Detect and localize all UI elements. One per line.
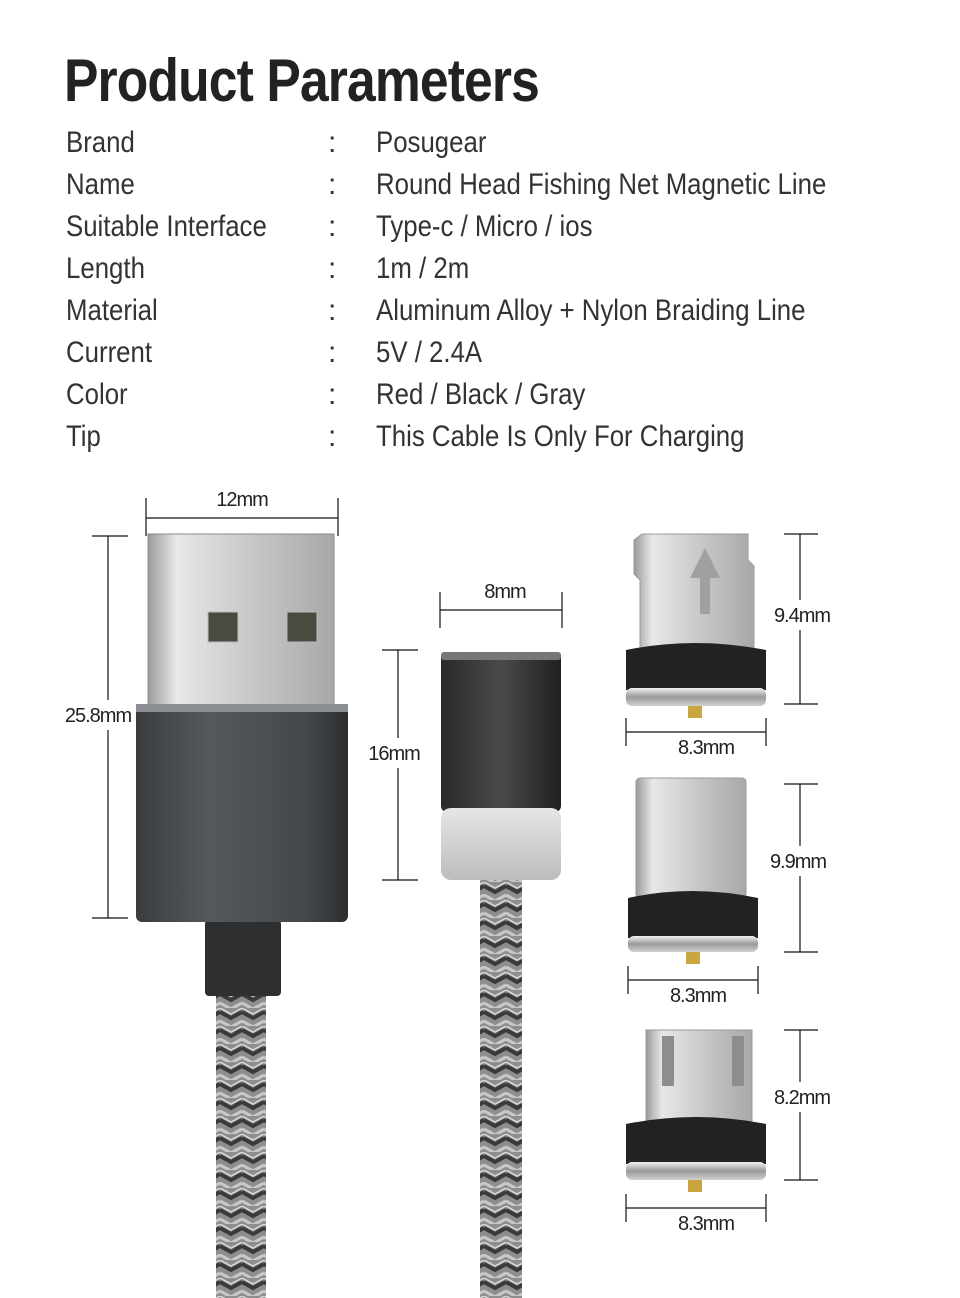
magnet-width-label: 8mm — [484, 581, 526, 603]
magnet-cap-rim — [441, 652, 561, 660]
ios-height-label: 9.4mm — [774, 605, 830, 627]
param-separator: : — [328, 336, 337, 369]
type-c-height-label: 9.9mm — [770, 851, 826, 873]
param-value: 5V / 2.4A — [376, 336, 483, 369]
usb-housing-rim — [136, 704, 348, 712]
usb-height-label: 25.8mm — [65, 705, 132, 727]
type-c-metal-plug — [635, 777, 747, 899]
usb-strain-relief — [205, 920, 281, 996]
usb-plug-hole-left — [207, 611, 239, 643]
micro-height-label: 8.2mm — [774, 1087, 830, 1109]
ios-width-label: 8.3mm — [678, 737, 734, 759]
usb-height-dimension-line — [92, 535, 128, 919]
ios-gold-pin — [688, 706, 702, 718]
param-value: Posugear — [376, 126, 487, 159]
type-c-width-dimension-line — [627, 966, 759, 994]
param-row-interface: Suitable Interface : Type-c / Micro / io… — [66, 210, 926, 252]
page-title: Product Parameters — [64, 47, 540, 114]
micro-plug-latch-right — [732, 1036, 744, 1086]
param-row-current: Current : 5V / 2.4A — [66, 336, 926, 378]
param-value: Round Head Fishing Net Magnetic Line — [376, 168, 827, 201]
param-key: Color — [66, 378, 128, 411]
usb-plug-hole-right — [286, 611, 318, 643]
arrow-up-icon — [690, 548, 720, 614]
param-value: Aluminum Alloy + Nylon Braiding Line — [376, 294, 806, 327]
magnet-height-dimension-line — [382, 649, 418, 881]
type-c-magnet-base — [628, 891, 758, 938]
usb-width-dimension-line — [145, 498, 339, 536]
param-row-name: Name : Round Head Fishing Net Magnetic L… — [66, 168, 926, 210]
type-c-tip — [628, 777, 758, 964]
magnet-height-label: 16mm — [368, 743, 420, 765]
param-key: Current — [66, 336, 153, 369]
ios-tip — [626, 533, 766, 718]
micro-width-dimension-line — [625, 1194, 767, 1222]
micro-contact-ring — [626, 1162, 766, 1180]
param-row-tip: Tip : This Cable Is Only For Charging — [66, 420, 926, 462]
param-separator: : — [328, 168, 337, 201]
param-key: Name — [66, 168, 135, 201]
ios-metal-plug — [633, 533, 755, 649]
param-separator: : — [328, 420, 337, 453]
micro-plug-latch-left — [662, 1036, 674, 1086]
ios-height-dimension-line — [784, 533, 818, 705]
param-key: Material — [66, 294, 158, 327]
param-row-color: Color : Red / Black / Gray — [66, 378, 926, 420]
param-key: Suitable Interface — [66, 210, 267, 243]
type-c-contact-ring — [628, 936, 758, 952]
parameters-table: Brand : Posugear Name : Round Head Fishi… — [66, 126, 926, 462]
micro-height-dimension-line — [784, 1029, 818, 1181]
usb-housing — [136, 704, 348, 922]
magnet-cap — [441, 652, 561, 812]
param-row-material: Material : Aluminum Alloy + Nylon Braidi… — [66, 294, 926, 336]
param-separator: : — [328, 210, 337, 243]
param-key: Length — [66, 252, 145, 285]
param-value: This Cable Is Only For Charging — [376, 420, 745, 453]
micro-gold-pin — [688, 1180, 702, 1192]
type-c-height-dimension-line — [784, 783, 818, 953]
usb-a-connector — [136, 533, 348, 1298]
magnet-braided-cable — [480, 878, 522, 1298]
param-separator: : — [328, 252, 337, 285]
param-row-brand: Brand : Posugear — [66, 126, 926, 168]
param-separator: : — [328, 294, 337, 327]
ios-magnet-base — [626, 643, 766, 690]
magnetic-head — [441, 652, 561, 1298]
micro-width-label: 8.3mm — [678, 1213, 734, 1235]
param-row-length: Length : 1m / 2m — [66, 252, 926, 294]
usb-width-label: 12mm — [216, 489, 268, 511]
param-key: Brand — [66, 126, 135, 159]
param-value: Type-c / Micro / ios — [376, 210, 593, 243]
type-c-width-label: 8.3mm — [670, 985, 726, 1007]
product-dimensions-illustration: 12mm 25.8mm 8mm 16mm 9.4mm 8.3mm 9.9mm 8… — [65, 489, 831, 1298]
param-value: 1m / 2m — [376, 252, 470, 285]
param-key: Tip — [66, 420, 101, 453]
magnet-width-dimension-line — [439, 592, 563, 628]
micro-usb-tip — [626, 1029, 766, 1192]
ios-contact-ring — [626, 688, 766, 706]
magnet-light-sleeve — [441, 808, 561, 880]
param-separator: : — [328, 126, 337, 159]
usb-braided-cable — [216, 940, 266, 1298]
micro-magnet-base — [626, 1117, 766, 1164]
type-c-gold-pin — [686, 952, 700, 964]
param-value: Red / Black / Gray — [376, 378, 586, 411]
param-separator: : — [328, 378, 337, 411]
ios-width-dimension-line — [625, 718, 767, 746]
